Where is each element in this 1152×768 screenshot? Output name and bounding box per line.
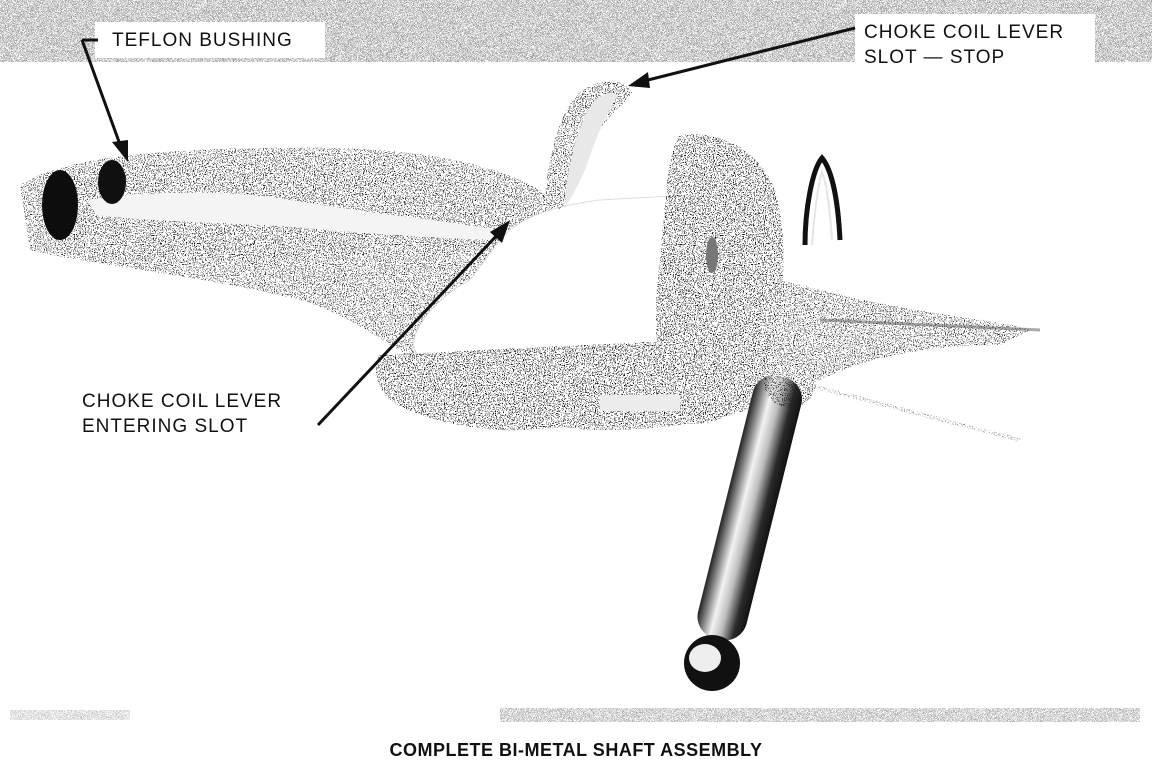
teflon-bushing (98, 160, 126, 204)
label-backing-stop (855, 14, 1095, 72)
label-lever-entering-line1: CHOKE COIL LEVER (82, 391, 283, 412)
actuating-rod (697, 375, 802, 641)
halftone-bottom-strip (500, 708, 1140, 722)
rod-end-ball-highlight (689, 644, 721, 672)
figure-caption: COMPLETE BI-METAL SHAFT ASSEMBLY (389, 740, 763, 760)
label-lever-entering-line2: ENTERING SLOT (82, 416, 249, 437)
housing-inner-hole (706, 237, 718, 273)
leader-lever-stop (628, 26, 856, 88)
shaft-end-cap (42, 170, 78, 240)
leader-teflon-bushing (80, 38, 128, 162)
spring-clip-inner (811, 168, 833, 246)
choke-coil-lever-stop-highlight (565, 93, 618, 205)
shaft-highlight (90, 192, 500, 240)
lower-bar (375, 340, 698, 431)
halftone-bottom-left (10, 710, 130, 720)
background-streak (819, 318, 1041, 332)
background-streak (769, 373, 1021, 442)
label-lever-stop-line1: CHOKE COIL LEVER (864, 22, 1065, 43)
spring-clip (802, 154, 843, 246)
label-teflon-bushing: TEFLON BUSHING (112, 30, 293, 51)
lower-bar-highlight (600, 395, 680, 411)
label-lever-stop-line2: SLOT — STOP (864, 47, 1006, 68)
label-backing-teflon (95, 22, 325, 58)
leader-lever-entering (316, 220, 510, 427)
